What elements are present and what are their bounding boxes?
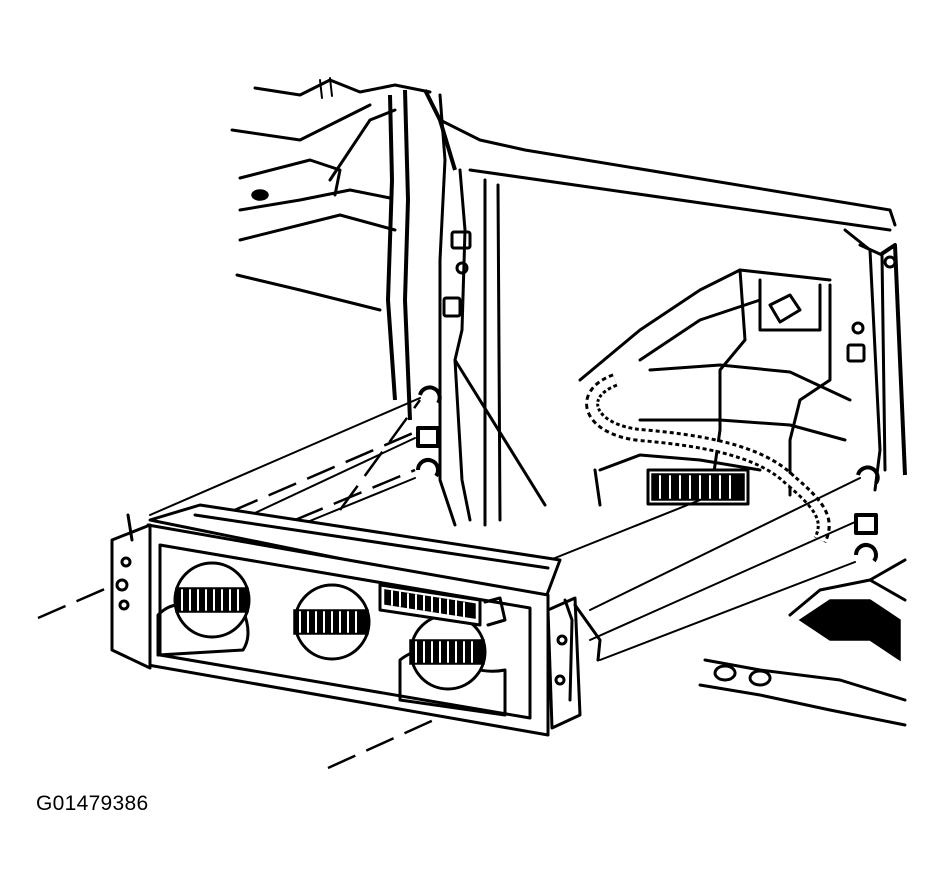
- duct-assembly: [578, 268, 852, 507]
- dashed-guide-lines: [37, 399, 556, 770]
- dash-mounting-holes-left: [416, 385, 442, 478]
- lower-right-console: [698, 558, 907, 727]
- dash-opening-frame: [438, 118, 907, 527]
- dash-frame-left: [230, 77, 432, 312]
- wiring-harness: [585, 373, 831, 544]
- alignment-lines: [149, 397, 861, 661]
- dash-mounting-holes-right: [854, 465, 880, 563]
- figure-code: G01479386: [36, 792, 149, 815]
- left-pillar-bracket: [386, 89, 547, 527]
- electrical-connector: [646, 468, 750, 506]
- knob-center: [293, 583, 371, 661]
- hvac-control-assembly: [110, 503, 602, 737]
- knob-right: [409, 613, 487, 691]
- control-connector-strip: [378, 583, 507, 627]
- knob-left: [173, 561, 251, 639]
